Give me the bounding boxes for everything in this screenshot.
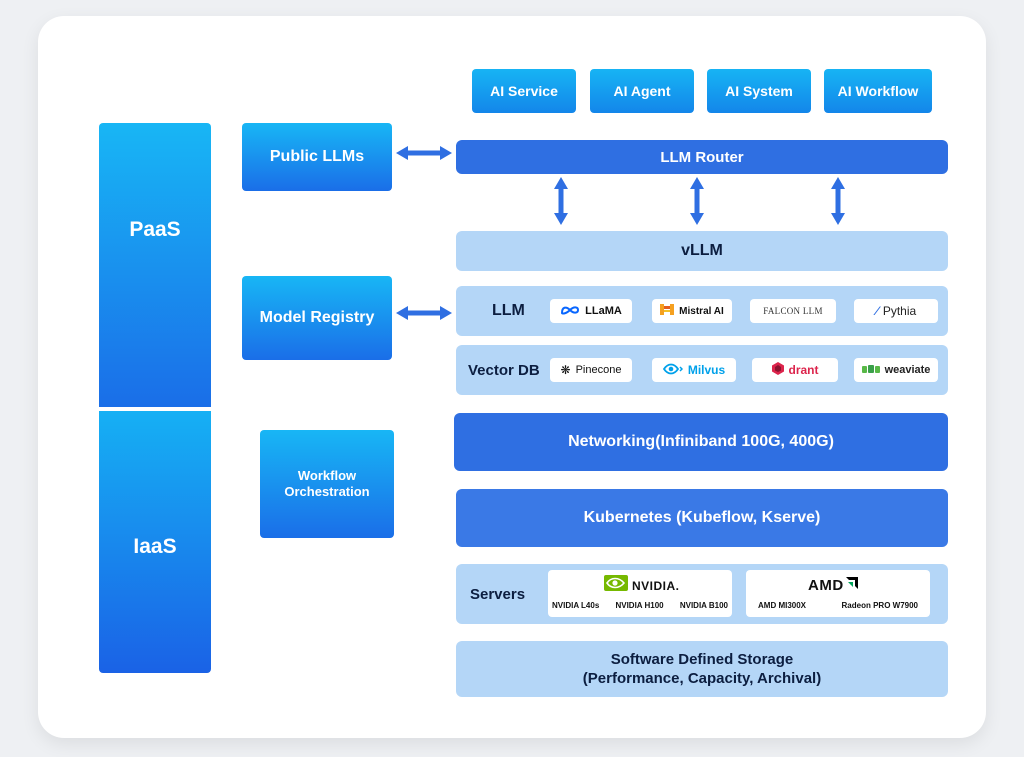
nvidia-eye-icon <box>604 575 628 596</box>
ai-workflow-label: AI Workflow <box>837 83 919 99</box>
mistral-label: Mistral AI <box>679 305 724 317</box>
pinecone-logo: ❋ Pinecone <box>550 358 632 382</box>
pinecone-icon: ❋ <box>560 363 571 377</box>
milvus-logo: Milvus <box>652 358 736 382</box>
storage-label-line1: Software Defined Storage <box>610 651 794 668</box>
nvidia-brand: NVIDIA. <box>604 575 680 596</box>
vector-db-row-label: Vector DB <box>468 362 540 379</box>
llm-router-label: LLM Router <box>660 148 744 166</box>
vllm-bar: vLLM <box>456 231 948 271</box>
nvidia-card: NVIDIA. NVIDIA L40s NVIDIA H100 NVIDIA B… <box>548 570 732 617</box>
milvus-label: Milvus <box>687 363 726 377</box>
ai-workflow-button: AI Workflow <box>824 69 932 113</box>
pinecone-label: Pinecone <box>575 364 622 376</box>
router-vllm-arrow-right <box>831 177 845 225</box>
nvidia-model: NVIDIA B100 <box>679 601 728 610</box>
meta-icon <box>560 305 580 318</box>
weaviate-icon <box>861 364 880 377</box>
nvidia-models: NVIDIA L40s NVIDIA H100 NVIDIA B100 <box>552 601 728 610</box>
amd-brand-label: AMD <box>808 576 844 594</box>
storage-bar: Software Defined Storage (Performance, C… <box>456 641 948 697</box>
ai-service-label: AI Service <box>490 83 558 99</box>
model-registry-llm-arrow <box>396 306 452 320</box>
networking-bar: Networking(Infiniband 100G, 400G) <box>454 413 948 471</box>
milvus-icon <box>662 363 683 378</box>
servers-row-label: Servers <box>470 586 526 603</box>
paas-layer: PaaS <box>99 123 211 407</box>
kubernetes-label: Kubernetes (Kubeflow, Kserve) <box>583 509 821 526</box>
workflow-label-line2: Orchestration <box>284 484 370 499</box>
pythia-icon: ⁄ <box>875 304 878 318</box>
llama-label: LLaMA <box>585 305 622 317</box>
weaviate-logo: weaviate <box>854 358 938 382</box>
nvidia-brand-label: NVIDIA. <box>632 578 680 593</box>
model-registry-box: Model Registry <box>242 276 392 360</box>
falcon-logo: FALCON LLM <box>750 299 836 323</box>
public-llms-label: Public LLMs <box>269 148 365 165</box>
workflow-orchestration-box: Workflow Orchestration <box>260 430 394 538</box>
llm-row: LLM LLaMA Mistral AI FALCON LLM ⁄ Pythia <box>456 286 948 336</box>
amd-brand: AMD <box>808 576 858 594</box>
kubernetes-bar: Kubernetes (Kubeflow, Kserve) <box>456 489 948 547</box>
nvidia-model: NVIDIA H100 <box>615 601 664 610</box>
amd-model: AMD MI300X <box>758 601 807 610</box>
storage-label-line2: (Performance, Capacity, Archival) <box>582 670 822 687</box>
workflow-label-line1: Workflow <box>297 468 357 483</box>
vllm-label: vLLM <box>681 242 723 259</box>
router-vllm-arrow-left <box>554 177 568 225</box>
amd-arrow-icon <box>845 576 858 594</box>
ai-system-button: AI System <box>707 69 811 113</box>
iaas-layer: IaaS <box>99 411 211 673</box>
ai-service-button: AI Service <box>472 69 576 113</box>
paas-label: PaaS <box>129 218 181 241</box>
ai-agent-button: AI Agent <box>590 69 694 113</box>
pythia-label: Pythia <box>882 304 917 318</box>
mistral-logo: Mistral AI <box>652 299 732 323</box>
mistral-icon <box>660 304 675 318</box>
amd-card: AMD AMD MI300X Radeon PRO W7900 <box>746 570 930 617</box>
llm-router-bar: LLM Router <box>456 140 948 174</box>
llama-logo: LLaMA <box>550 299 632 323</box>
model-registry-label: Model Registry <box>259 309 375 326</box>
public-llms-box: Public LLMs <box>242 123 392 191</box>
ai-agent-label: AI Agent <box>613 83 671 99</box>
vector-db-row: Vector DB ❋ Pinecone Milvus drant weavia… <box>456 345 948 395</box>
qdrant-icon <box>771 362 784 378</box>
qdrant-label: drant <box>788 363 819 377</box>
amd-models: AMD MI300X Radeon PRO W7900 <box>758 601 918 610</box>
ai-system-label: AI System <box>725 83 793 99</box>
llm-row-label: LLM <box>492 302 525 319</box>
public-llms-router-arrow <box>396 146 452 160</box>
qdrant-logo: drant <box>752 358 838 382</box>
iaas-label: IaaS <box>133 535 177 558</box>
servers-row: Servers NVIDIA. NVIDIA L40s NVIDIA H100 … <box>456 564 948 624</box>
router-vllm-arrow-center <box>690 177 704 225</box>
networking-label: Networking(Infiniband 100G, 400G) <box>568 433 834 450</box>
falcon-label: FALCON LLM <box>763 306 823 316</box>
nvidia-model: NVIDIA L40s <box>552 601 600 610</box>
weaviate-label: weaviate <box>884 364 931 376</box>
amd-model: Radeon PRO W7900 <box>841 601 918 610</box>
pythia-logo: ⁄ Pythia <box>854 299 938 323</box>
